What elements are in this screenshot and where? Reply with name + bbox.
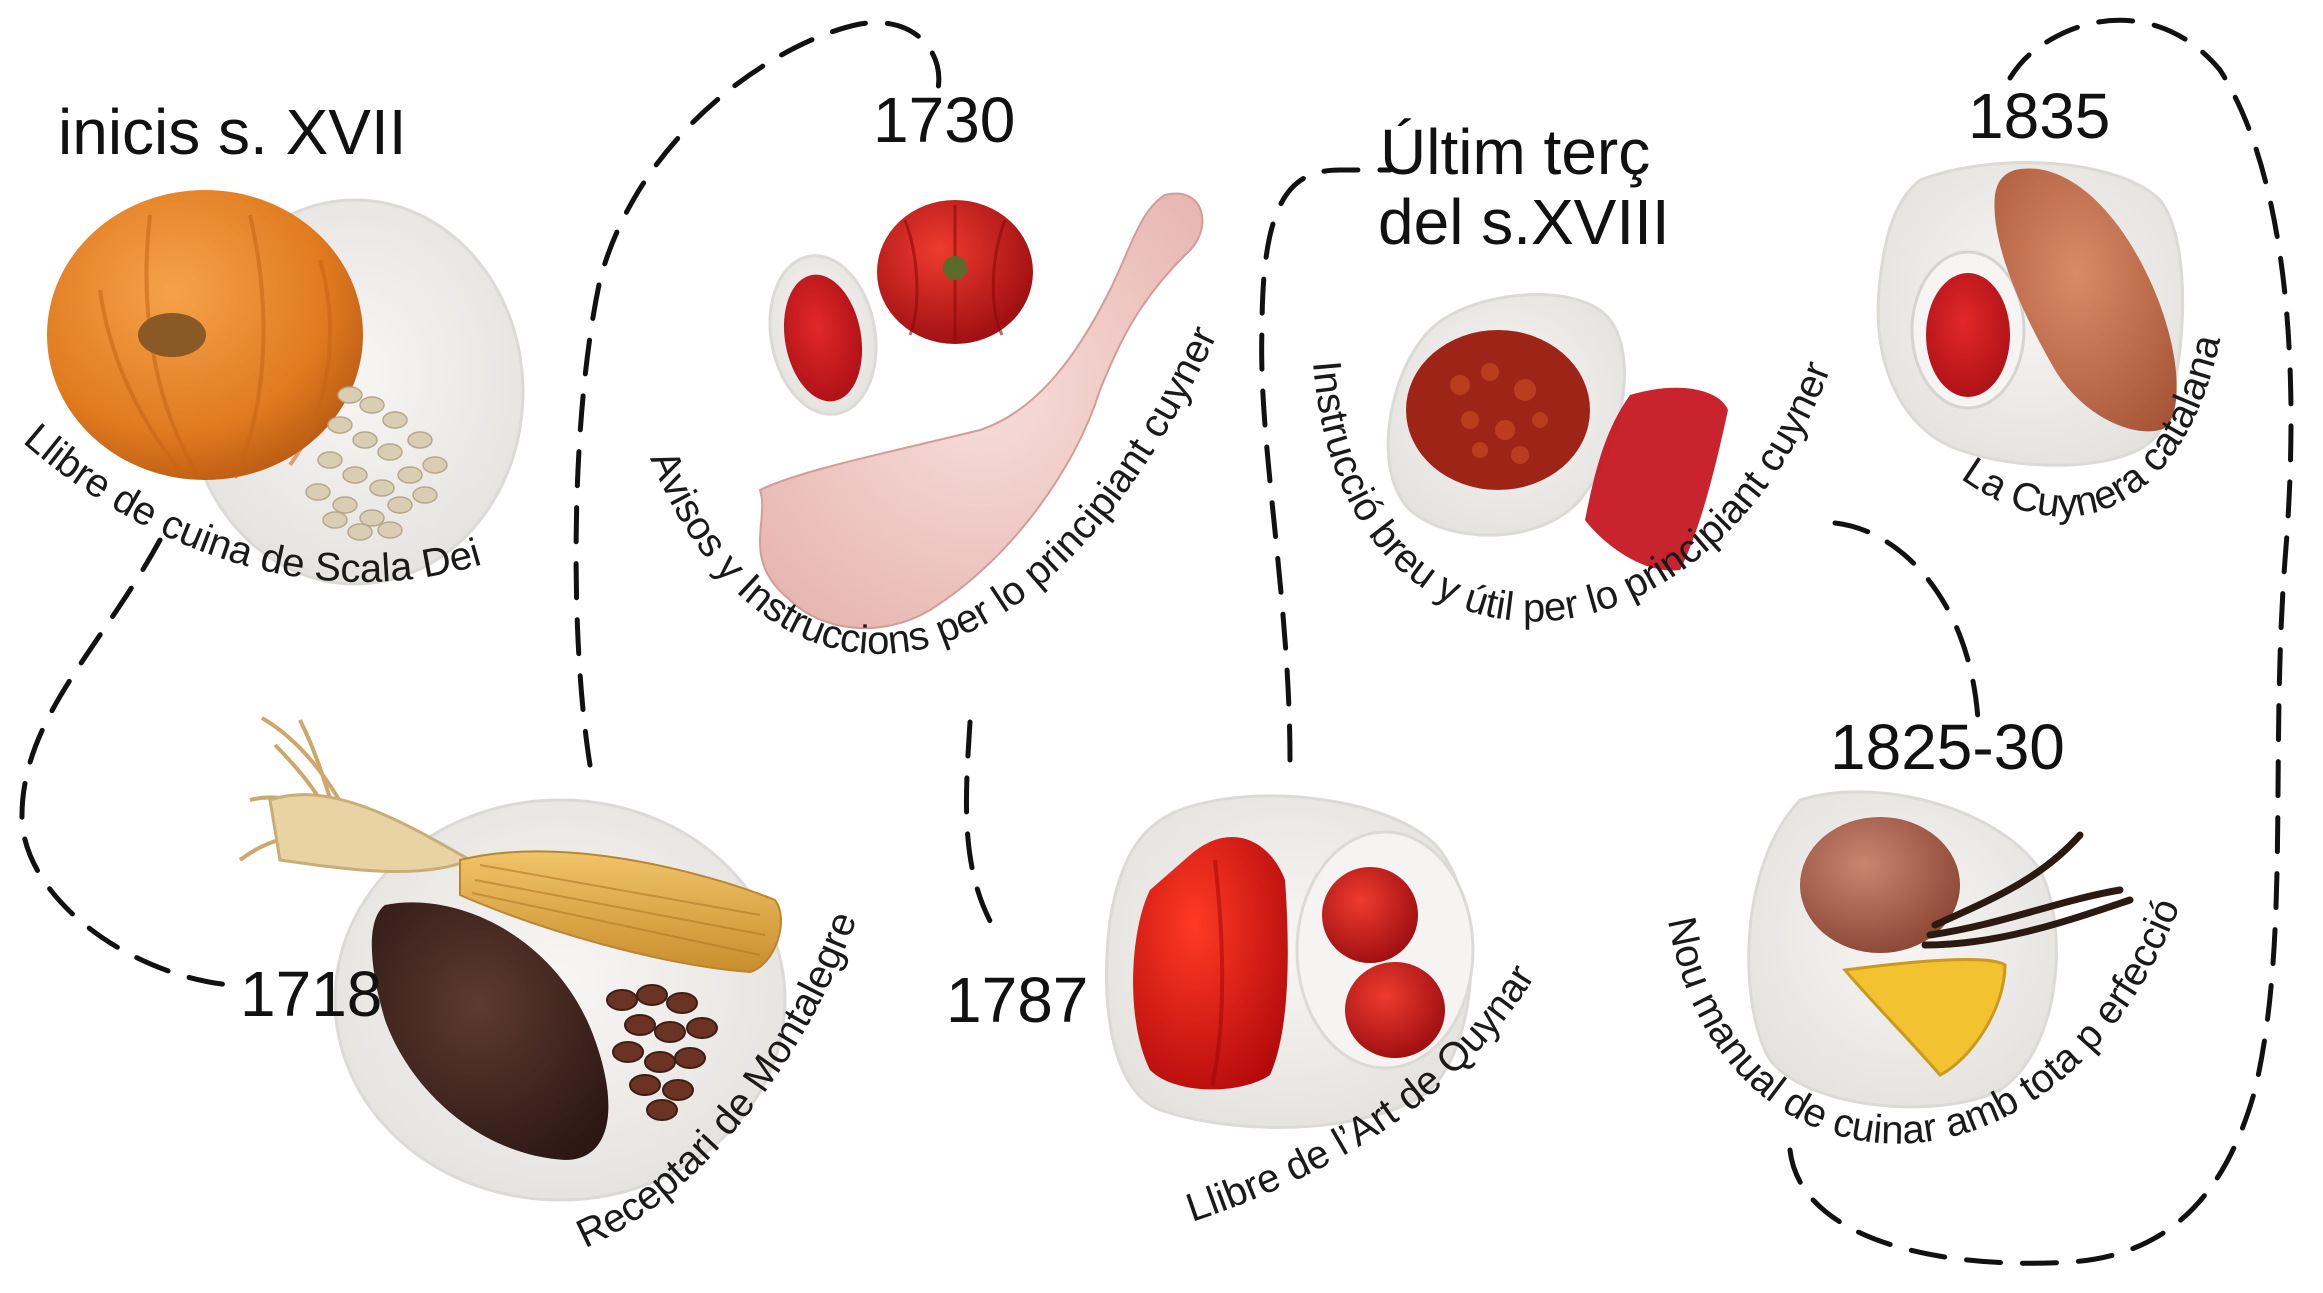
date-label-nou-manual: 1825-30: [1830, 715, 2065, 779]
date-label-instruccio-line1: Últim terç: [1380, 120, 1650, 184]
peeled-tomato-1: [1322, 867, 1418, 963]
peeled-tomato-2: [1345, 962, 1445, 1058]
connector-xviii-to-1825: [1835, 523, 1978, 720]
plate-cuynera: [1878, 163, 2183, 466]
connector-1730-to-1787: [966, 722, 995, 930]
date-label-scala-dei: inicis s. XVII: [58, 100, 407, 164]
plate-avisos: [758, 194, 1203, 629]
pumpkin-stem: [138, 313, 206, 357]
connector-scala-to-montalegre: [22, 540, 230, 985]
date-label-montalegre: 1718: [240, 962, 382, 1026]
plate-scala-dei: [47, 190, 523, 584]
tomato-stem-1730: [943, 256, 967, 280]
date-label-art-quynar: 1787: [946, 968, 1088, 1032]
date-label-avisos: 1730: [873, 88, 1015, 152]
date-label-cuynera: 1835: [1968, 84, 2110, 148]
tomato-sauce-1835: [1926, 273, 2010, 397]
sofregit-image: [1406, 330, 1590, 490]
plate-instruccio: [1388, 295, 1728, 571]
date-label-instruccio-line2: del s.XVIII: [1378, 190, 1670, 254]
